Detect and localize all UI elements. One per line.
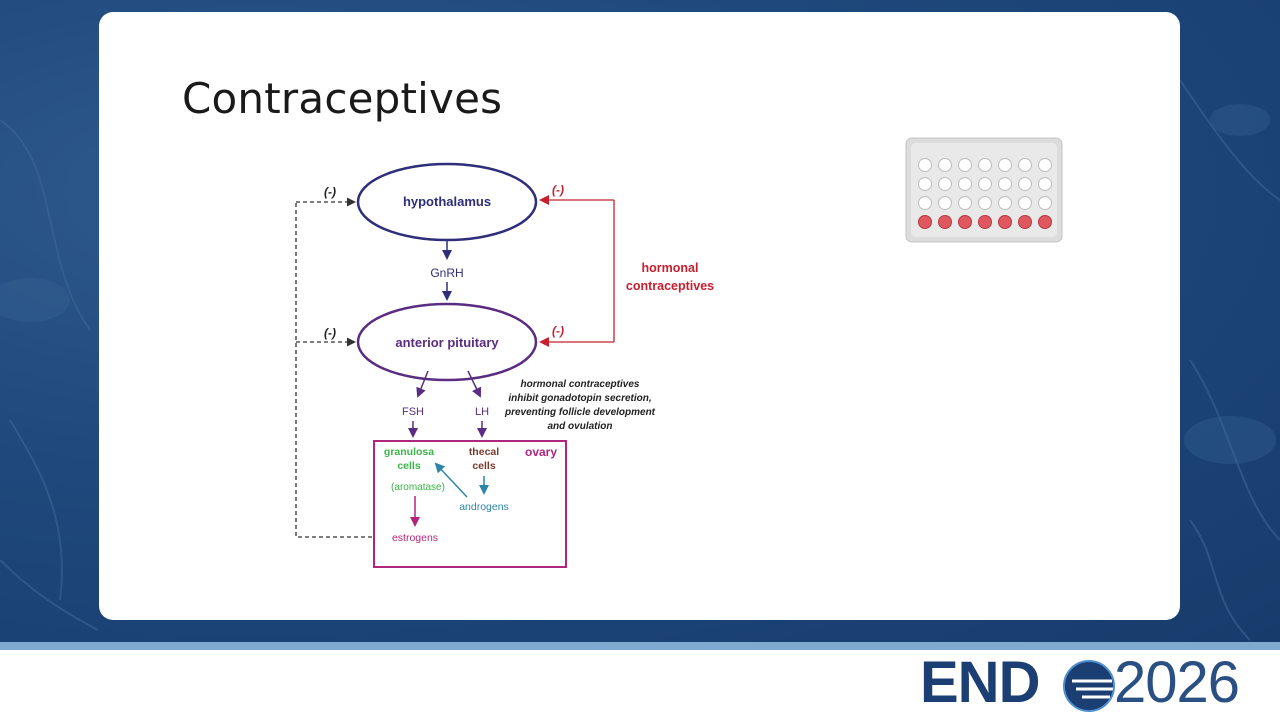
contraceptive-neg-label-pituitary: (-) (552, 324, 564, 338)
active-pill (998, 177, 1012, 191)
background-vein-pattern (0, 79, 1280, 641)
logo-brand-text: END (920, 650, 1040, 715)
active-pill (958, 196, 972, 210)
active-pill (978, 158, 992, 172)
active-pill (1038, 158, 1052, 172)
active-pill (1018, 158, 1032, 172)
thecal-label-line1: thecal (469, 446, 499, 458)
active-pill (918, 158, 932, 172)
footer-accent-stripe (0, 642, 1280, 650)
note-line-4: and ovulation (548, 421, 613, 432)
active-pill (1038, 196, 1052, 210)
active-pill (978, 196, 992, 210)
active-pill (958, 158, 972, 172)
slide-title: Contraceptives (182, 74, 503, 123)
placebo-pill (998, 215, 1012, 229)
contraceptive-neg-label-hypothalamus: (-) (552, 183, 564, 197)
placebo-pill (1018, 215, 1032, 229)
pituitary-to-fsh-arrow (416, 370, 429, 398)
placebo-pill (958, 215, 972, 229)
placebo-pill (918, 215, 932, 229)
pituitary-to-lh-arrow (467, 370, 482, 398)
slide-card (99, 12, 1180, 620)
neg-feedback-label-hypothalamus: (-) (324, 185, 336, 199)
granulosa-label-line2: cells (397, 460, 421, 472)
logo-globe-icon (1063, 660, 1115, 712)
lh-label: LH (475, 406, 489, 418)
note-line-2: inhibit gonadotopin secretion, (508, 393, 651, 404)
active-pill (998, 158, 1012, 172)
logo-year-text: 2026 (1114, 650, 1240, 715)
active-pill (1018, 177, 1032, 191)
thecal-label-line2: cells (472, 460, 496, 472)
active-pill (938, 196, 952, 210)
granulosa-label-line1: granulosa (384, 446, 434, 458)
neg-feedback-label-pituitary: (-) (324, 326, 336, 340)
gnrh-label: GnRH (430, 266, 463, 280)
anterior-pituitary-label: anterior pituitary (395, 335, 499, 350)
estrogens-label: estrogens (392, 532, 438, 544)
ovary-label: ovary (525, 445, 557, 459)
active-pill (938, 177, 952, 191)
active-pill (938, 158, 952, 172)
hormonal-contraceptives-label-line1: hormonal (642, 261, 699, 275)
anterior-pituitary-node (356, 302, 538, 382)
androgens-to-granulosa-arrow (434, 462, 468, 498)
aromatase-label: (aromatase) (391, 482, 445, 493)
fsh-label: FSH (402, 406, 424, 418)
active-pill (1038, 177, 1052, 191)
active-pill (958, 177, 972, 191)
hormonal-contraceptives-label-line2: contraceptives (626, 279, 714, 293)
placebo-pill (978, 215, 992, 229)
active-pill (1018, 196, 1032, 210)
placebo-pill (1038, 215, 1052, 229)
note-line-3: preventing follicle development (504, 407, 656, 418)
birth-control-pill-pack-image (905, 137, 1063, 243)
active-pill (918, 196, 932, 210)
active-pill (978, 177, 992, 191)
androgens-label: androgens (459, 501, 509, 513)
placebo-pill (938, 215, 952, 229)
endo-2026-logo: END 2026 (918, 650, 1270, 715)
ovary-box (373, 440, 567, 568)
estrogen-feedback-dashed-line (295, 202, 372, 538)
note-line-1: hormonal contraceptives (521, 379, 640, 390)
active-pill (998, 196, 1012, 210)
active-pill (918, 177, 932, 191)
hypothalamus-label: hypothalamus (403, 194, 491, 209)
